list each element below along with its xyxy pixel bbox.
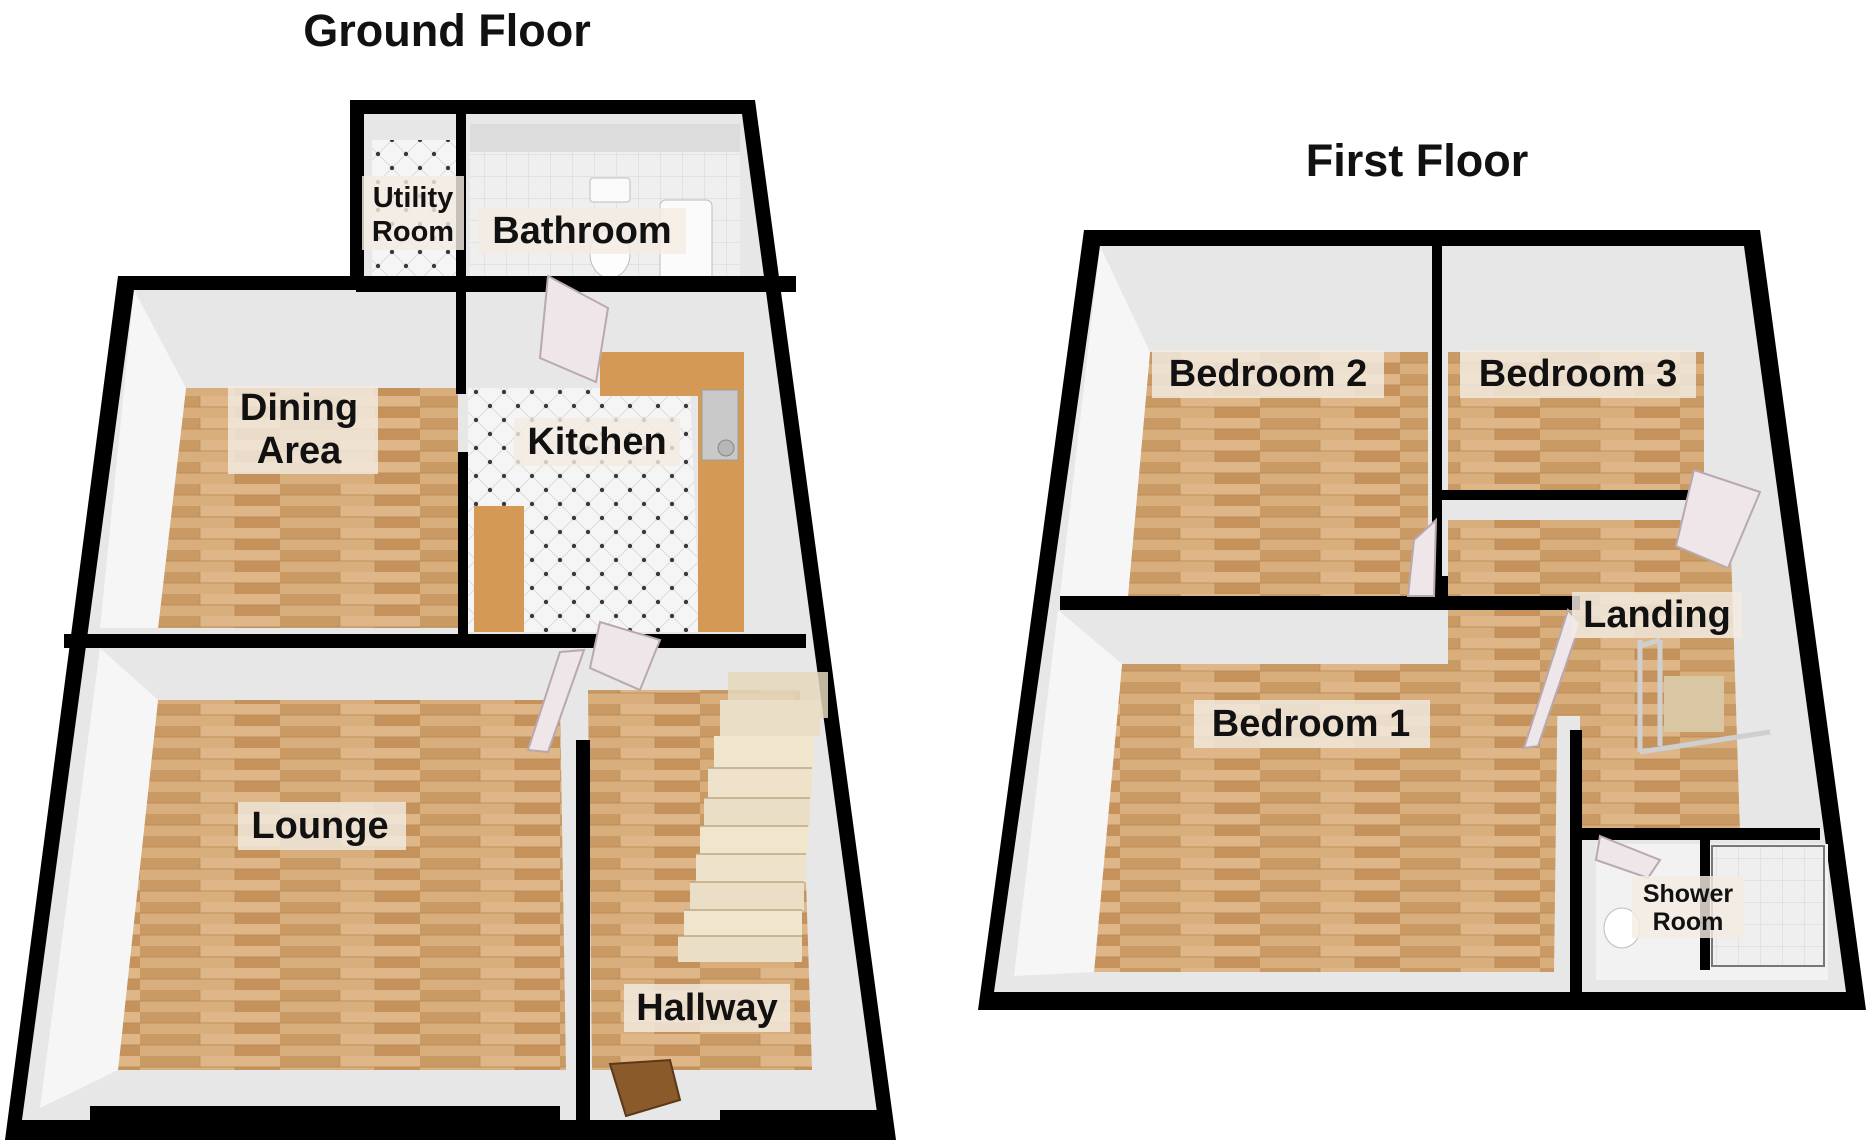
shower-room-label-line2: Room — [1653, 908, 1724, 936]
bedroom-2-floor — [1128, 352, 1428, 596]
kitchen-worktops — [474, 352, 744, 632]
lounge-floor — [118, 700, 566, 1070]
bedroom-2-left-wall-face — [1060, 246, 1150, 596]
first-floor-doors — [1406, 468, 1762, 880]
bathroom-label: Bathroom — [492, 210, 671, 252]
dining-area-label-line2: Area — [257, 430, 342, 472]
ground-floor-plan: Utility Room Bathroom Dining Area Kitche… — [5, 100, 896, 1140]
landing-label: Landing — [1583, 594, 1731, 636]
bedroom-1-label: Bedroom 1 — [1212, 703, 1410, 745]
first-floor-labels: Bedroom 2 Bedroom 3 Landing Bedroom 1 Sh… — [1152, 350, 1744, 938]
ground-floor-labels: Utility Room Bathroom Dining Area Kitche… — [228, 176, 790, 1032]
first-floor-plan: Bedroom 2 Bedroom 3 Landing Bedroom 1 Sh… — [978, 230, 1866, 1010]
ground-floor-doors — [526, 274, 682, 1118]
landing-stair-railing — [1637, 637, 1771, 755]
bathroom-wall-shade — [470, 124, 740, 152]
ground-floor-title: Ground Floor — [303, 5, 590, 56]
dining-area-label-line1: Dining — [240, 387, 358, 429]
utility-room-label-line1: Utility — [373, 182, 454, 214]
lounge-left-wall-face — [40, 648, 158, 1108]
shower-room-label-line1: Shower — [1643, 880, 1734, 908]
staircase-ground — [678, 672, 828, 962]
kitchen-label: Kitchen — [527, 421, 666, 463]
bedroom-3-label: Bedroom 3 — [1479, 353, 1677, 395]
bedroom-1-left-wall-face — [1014, 610, 1122, 976]
lounge-label: Lounge — [251, 805, 388, 847]
dining-area-left-wall-face — [100, 290, 186, 628]
utility-room-label-line2: Room — [372, 216, 454, 248]
bedroom-2-label: Bedroom 2 — [1169, 353, 1367, 395]
first-floor-title: First Floor — [1306, 135, 1529, 186]
hallway-label: Hallway — [636, 987, 778, 1029]
